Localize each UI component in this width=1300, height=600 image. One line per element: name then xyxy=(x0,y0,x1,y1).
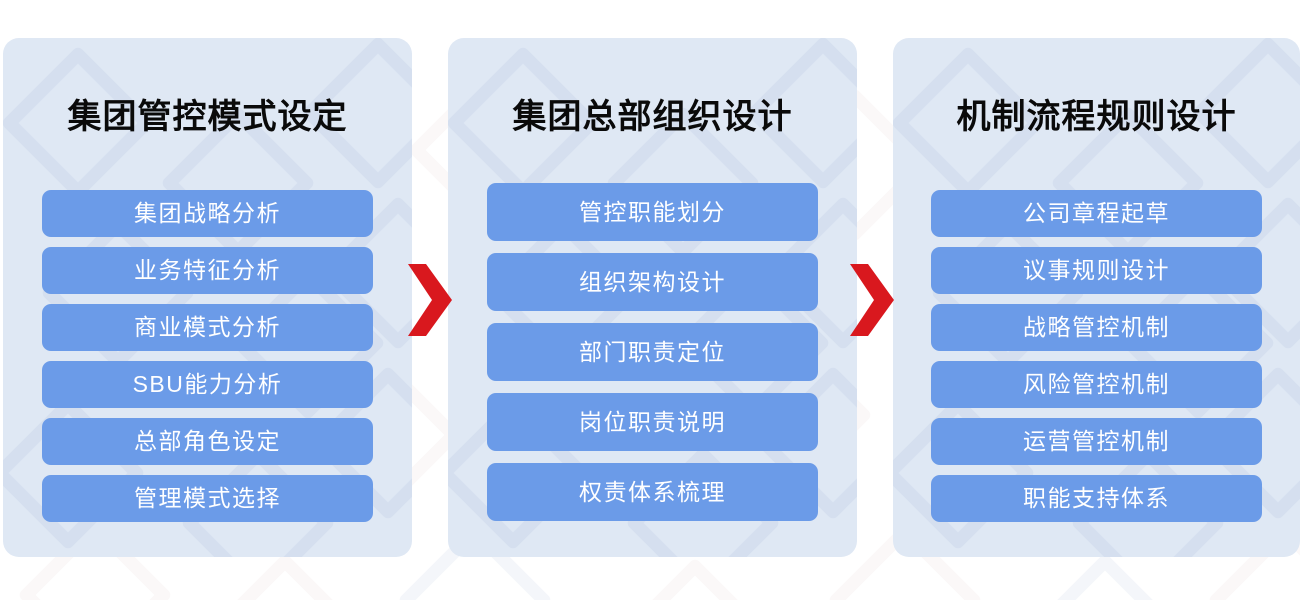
list-item[interactable]: 集团战略分析 xyxy=(42,190,373,237)
list-item[interactable]: 岗位职责说明 xyxy=(487,393,818,451)
list-item[interactable]: 业务特征分析 xyxy=(42,247,373,294)
column-item-list: 公司章程起草 议事规则设计 战略管控机制 风险管控机制 运营管控机制 职能支持体… xyxy=(893,190,1300,522)
list-item[interactable]: 风险管控机制 xyxy=(931,361,1262,408)
flow-column-mechanism-process-rules: 机制流程规则设计 公司章程起草 议事规则设计 战略管控机制 风险管控机制 运营管… xyxy=(893,38,1300,557)
flow-column-group-control-mode: 集团管控模式设定 集团战略分析 业务特征分析 商业模式分析 SBU能力分析 总部… xyxy=(3,38,412,557)
list-item[interactable]: 权责体系梳理 xyxy=(487,463,818,521)
flow-column-hq-organization-design: 集团总部组织设计 管控职能划分 组织架构设计 部门职责定位 岗位职责说明 权责体… xyxy=(448,38,857,557)
chevron-right-icon xyxy=(407,263,453,337)
list-item[interactable]: 管理模式选择 xyxy=(42,475,373,522)
column-item-list: 管控职能划分 组织架构设计 部门职责定位 岗位职责说明 权责体系梳理 xyxy=(448,183,857,521)
column-title: 集团总部组织设计 xyxy=(512,98,793,136)
list-item[interactable]: 部门职责定位 xyxy=(487,323,818,381)
column-item-list: 集团战略分析 业务特征分析 商业模式分析 SBU能力分析 总部角色设定 管理模式… xyxy=(3,190,412,522)
list-item[interactable]: 运营管控机制 xyxy=(931,418,1262,465)
list-item[interactable]: 商业模式分析 xyxy=(42,304,373,351)
list-item[interactable]: 管控职能划分 xyxy=(487,183,818,241)
list-item[interactable]: 总部角色设定 xyxy=(42,418,373,465)
list-item[interactable]: SBU能力分析 xyxy=(42,361,373,408)
list-item[interactable]: 职能支持体系 xyxy=(931,475,1262,522)
list-item[interactable]: 战略管控机制 xyxy=(931,304,1262,351)
list-item[interactable]: 公司章程起草 xyxy=(931,190,1262,237)
chevron-right-icon xyxy=(849,263,895,337)
column-title: 集团管控模式设定 xyxy=(67,98,348,136)
list-item[interactable]: 组织架构设计 xyxy=(487,253,818,311)
list-item[interactable]: 议事规则设计 xyxy=(931,247,1262,294)
column-title: 机制流程规则设计 xyxy=(956,98,1237,136)
